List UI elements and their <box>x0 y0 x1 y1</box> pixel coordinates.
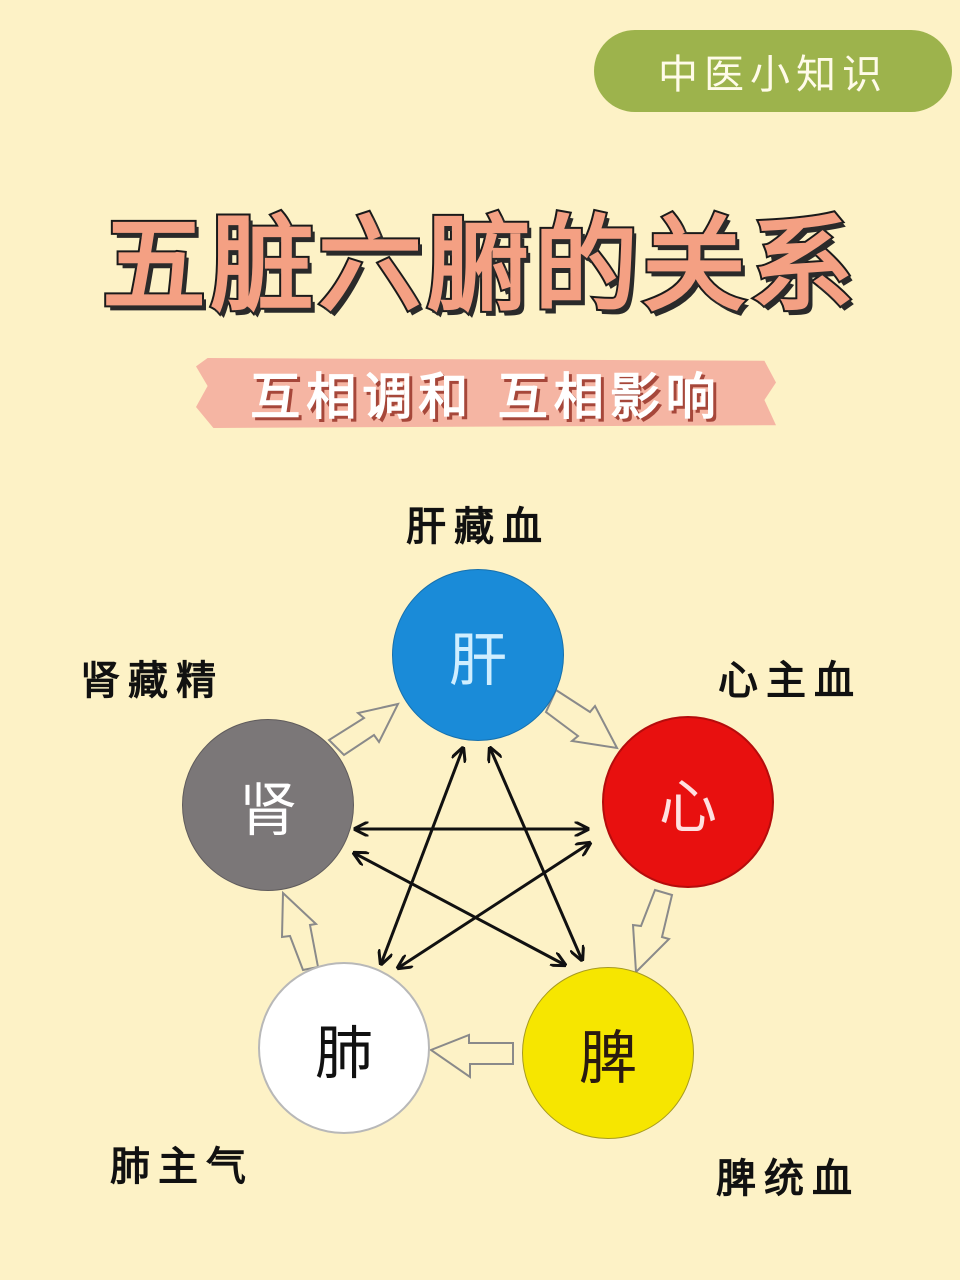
label-heart: 心主血 <box>718 658 862 704</box>
arrow-heart-to-spleen <box>631 888 674 975</box>
organ-lung-circle: 肺 <box>258 962 430 1134</box>
arrow-spleen-to-lung <box>428 1033 514 1079</box>
organ-liver-circle: 肝 <box>392 569 564 741</box>
category-badge: 中医小知识 <box>594 30 952 112</box>
restraining-star-arrows <box>354 748 590 968</box>
generating-cycle-arrows <box>280 688 674 1079</box>
arrow-liver-to-heart <box>544 688 619 750</box>
subtitle-banner <box>196 358 776 428</box>
label-lung: 肺主气 <box>110 1144 254 1190</box>
arrow-liver-spleen <box>490 748 582 960</box>
organ-lung-char: 肺 <box>314 1019 373 1087</box>
label-kidney: 肾藏精 <box>80 658 224 704</box>
organ-kidney-char: 肾 <box>238 776 297 844</box>
label-spleen: 脾统血 <box>716 1156 860 1202</box>
arrow-liver-lung <box>381 748 463 964</box>
arrow-kidney-to-liver <box>327 702 400 757</box>
organ-kidney-circle: 肾 <box>182 719 354 891</box>
organ-liver-char: 肝 <box>448 626 507 694</box>
organ-spleen-circle: 脾 <box>522 967 694 1139</box>
arrow-lung-to-kidney <box>280 890 320 972</box>
arrow-heart-lung <box>398 843 590 968</box>
subtitle: 互相调和 互相影响 <box>250 368 722 426</box>
organ-heart-char: 心 <box>658 773 717 841</box>
organ-heart-circle: 心 <box>602 716 774 888</box>
label-liver: 肝藏血 <box>406 504 550 550</box>
organ-spleen-char: 脾 <box>578 1024 637 1092</box>
page-title: 五脏六腑的关系 <box>100 202 858 328</box>
